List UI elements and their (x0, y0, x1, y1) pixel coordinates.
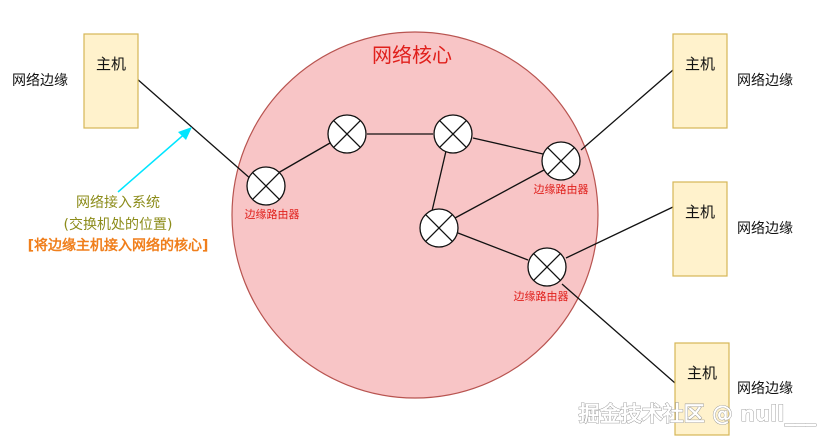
router-5-icon[interactable] (419, 208, 459, 248)
router-label-left: 边缘路由器 (245, 207, 300, 221)
link-router3-router5 (431, 150, 447, 212)
router-label-right-bottom: 边缘路由器 (514, 289, 569, 303)
router-4-icon[interactable] (541, 141, 581, 181)
access-arrow (117, 127, 192, 193)
access-label-title: 网络接入系统 (76, 194, 160, 211)
router-label-right-top: 边缘路由器 (534, 182, 589, 196)
link-router5-router6 (457, 232, 529, 261)
edge-label-right-middle: 网络边缘 (737, 221, 793, 237)
access-label-subtitle: (交换机处的位置) (64, 216, 173, 233)
host-left[interactable]: 主机 (83, 33, 139, 129)
link-lefthost-router1 (135, 77, 253, 181)
link-router5-router4 (454, 169, 545, 219)
router-2-icon[interactable] (327, 114, 367, 154)
host-right-middle[interactable]: 主机 (672, 181, 728, 277)
router-6-icon[interactable] (527, 247, 567, 287)
network-core-title: 网络核心 (372, 43, 452, 67)
edge-label-left: 网络边缘 (12, 73, 68, 89)
host-right-middle-label: 主机 (685, 203, 715, 221)
host-right-top-label: 主机 (685, 55, 715, 73)
host-left-label: 主机 (96, 55, 126, 73)
links (135, 69, 676, 384)
host-right-bottom[interactable]: 主机 (674, 342, 730, 436)
link-router6-host2 (565, 206, 674, 259)
access-label-note: [将边缘主机接入网络的核心] (28, 237, 209, 254)
router-3-icon[interactable] (433, 114, 473, 154)
link-router1-router2 (277, 142, 331, 174)
edge-label-right-top: 网络边缘 (737, 73, 793, 89)
link-router6-host3 (561, 283, 676, 384)
link-router4-host1 (580, 69, 674, 151)
network-core-circle (231, 31, 599, 399)
host-right-top[interactable]: 主机 (672, 33, 728, 129)
edge-label-right-bottom: 网络边缘 (737, 381, 793, 397)
host-right-bottom-label: 主机 (687, 364, 717, 382)
watermark: 掘金技术社区 @ null___ (579, 402, 817, 426)
link-router3-router4 (472, 137, 544, 155)
router-1-icon[interactable] (246, 166, 286, 206)
access-arrow-head (178, 127, 192, 140)
